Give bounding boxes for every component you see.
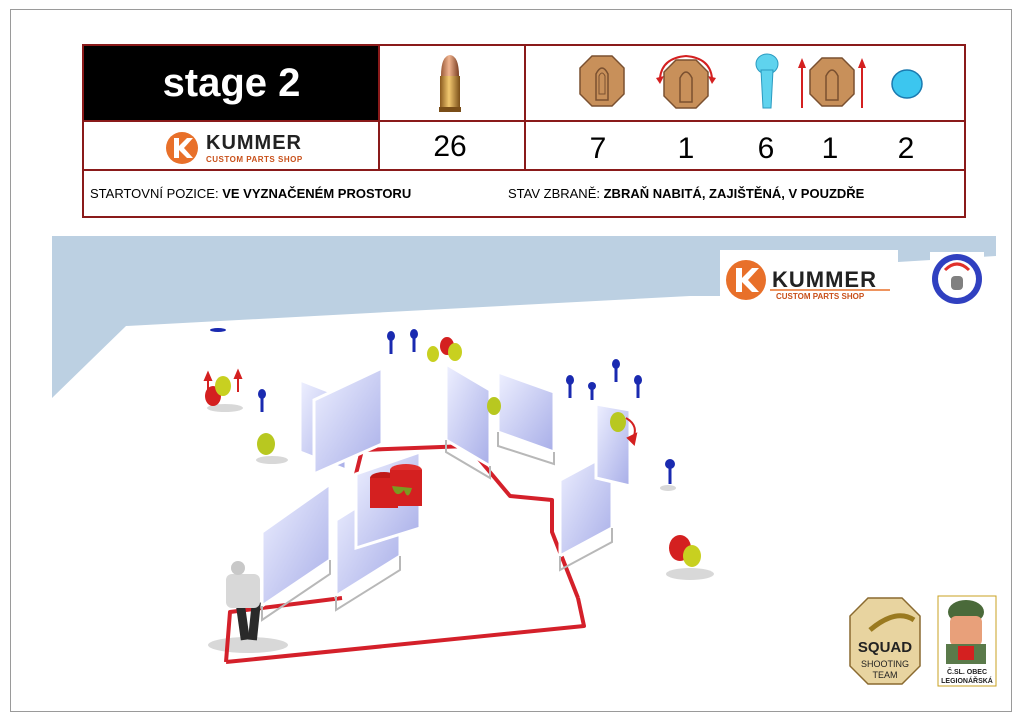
start-position: STARTOVNÍ POZICE: VE VYZNAČENÉM PROSTORU bbox=[90, 186, 411, 201]
weapon-state: STAV ZBRANĚ: ZBRAŇ NABITÁ, ZAJIŠTĚNÁ, V … bbox=[508, 186, 864, 201]
count-rising-targets: 1 bbox=[821, 132, 839, 165]
kummer-k-icon-large bbox=[726, 260, 766, 300]
round-count: 26 bbox=[433, 130, 467, 163]
target-arrows bbox=[203, 368, 638, 447]
rising-target-icon bbox=[798, 57, 866, 108]
count-plates: 2 bbox=[897, 132, 915, 165]
squad-logo-line3: TEAM bbox=[872, 670, 897, 680]
cartridge-icon bbox=[439, 55, 461, 112]
swinging-target-icon bbox=[656, 54, 716, 109]
count-paper-targets: 7 bbox=[589, 132, 607, 165]
sponsor-name-large: KUMMER bbox=[772, 267, 877, 292]
page-frame bbox=[10, 9, 1012, 712]
count-poppers: 6 bbox=[757, 132, 775, 165]
legion-logo-line1: Č.SL. OBEC bbox=[947, 667, 987, 676]
panel-frames bbox=[261, 432, 613, 622]
sponsor-tagline-large: CUSTOM PARTS SHOP bbox=[776, 292, 865, 301]
popper-icon bbox=[755, 53, 779, 109]
start-position-label: STARTOVNÍ POZICE: bbox=[90, 186, 219, 201]
wall-panels bbox=[260, 361, 632, 609]
sponsor-tagline: CUSTOM PARTS SHOP bbox=[206, 155, 303, 164]
grid-line bbox=[84, 120, 964, 122]
stage-title: stage 2 bbox=[84, 46, 379, 121]
grid-line bbox=[378, 46, 380, 170]
weapon-state-value: ZBRAŇ NABITÁ, ZAJIŠTĚNÁ, V POUZDŘE bbox=[603, 186, 865, 201]
stage-header-table: stage 2 bbox=[82, 44, 966, 218]
kummer-k-icon bbox=[166, 132, 198, 164]
sponsor-name: KUMMER bbox=[206, 132, 302, 154]
count-swinging-targets: 1 bbox=[677, 132, 695, 165]
squad-logo-line1: SQUAD bbox=[858, 639, 912, 656]
weapon-state-label: STAV ZBRANĚ: bbox=[508, 186, 600, 201]
paper-target-icon bbox=[579, 55, 625, 107]
grid-line bbox=[84, 169, 964, 171]
legion-logo-line2: LEGIONÁŘSKÁ bbox=[941, 676, 993, 685]
legion-logo: Č.SL. OBEC LEGIONÁŘSKÁ bbox=[937, 595, 997, 687]
poppers bbox=[210, 328, 675, 484]
squad-logo-line2: SHOOTING bbox=[861, 659, 909, 669]
squad-team-logo: SQUAD SHOOTING TEAM bbox=[849, 597, 921, 685]
grid-line bbox=[524, 46, 526, 170]
club-seal bbox=[930, 252, 984, 306]
plate-icon bbox=[891, 69, 923, 99]
shooter-figure bbox=[226, 561, 261, 641]
start-position-value: VE VYZNAČENÉM PROSTORU bbox=[222, 186, 412, 201]
sponsor-logo: KUMMER CUSTOM PARTS SHOP bbox=[162, 128, 342, 168]
barrels bbox=[370, 464, 422, 508]
